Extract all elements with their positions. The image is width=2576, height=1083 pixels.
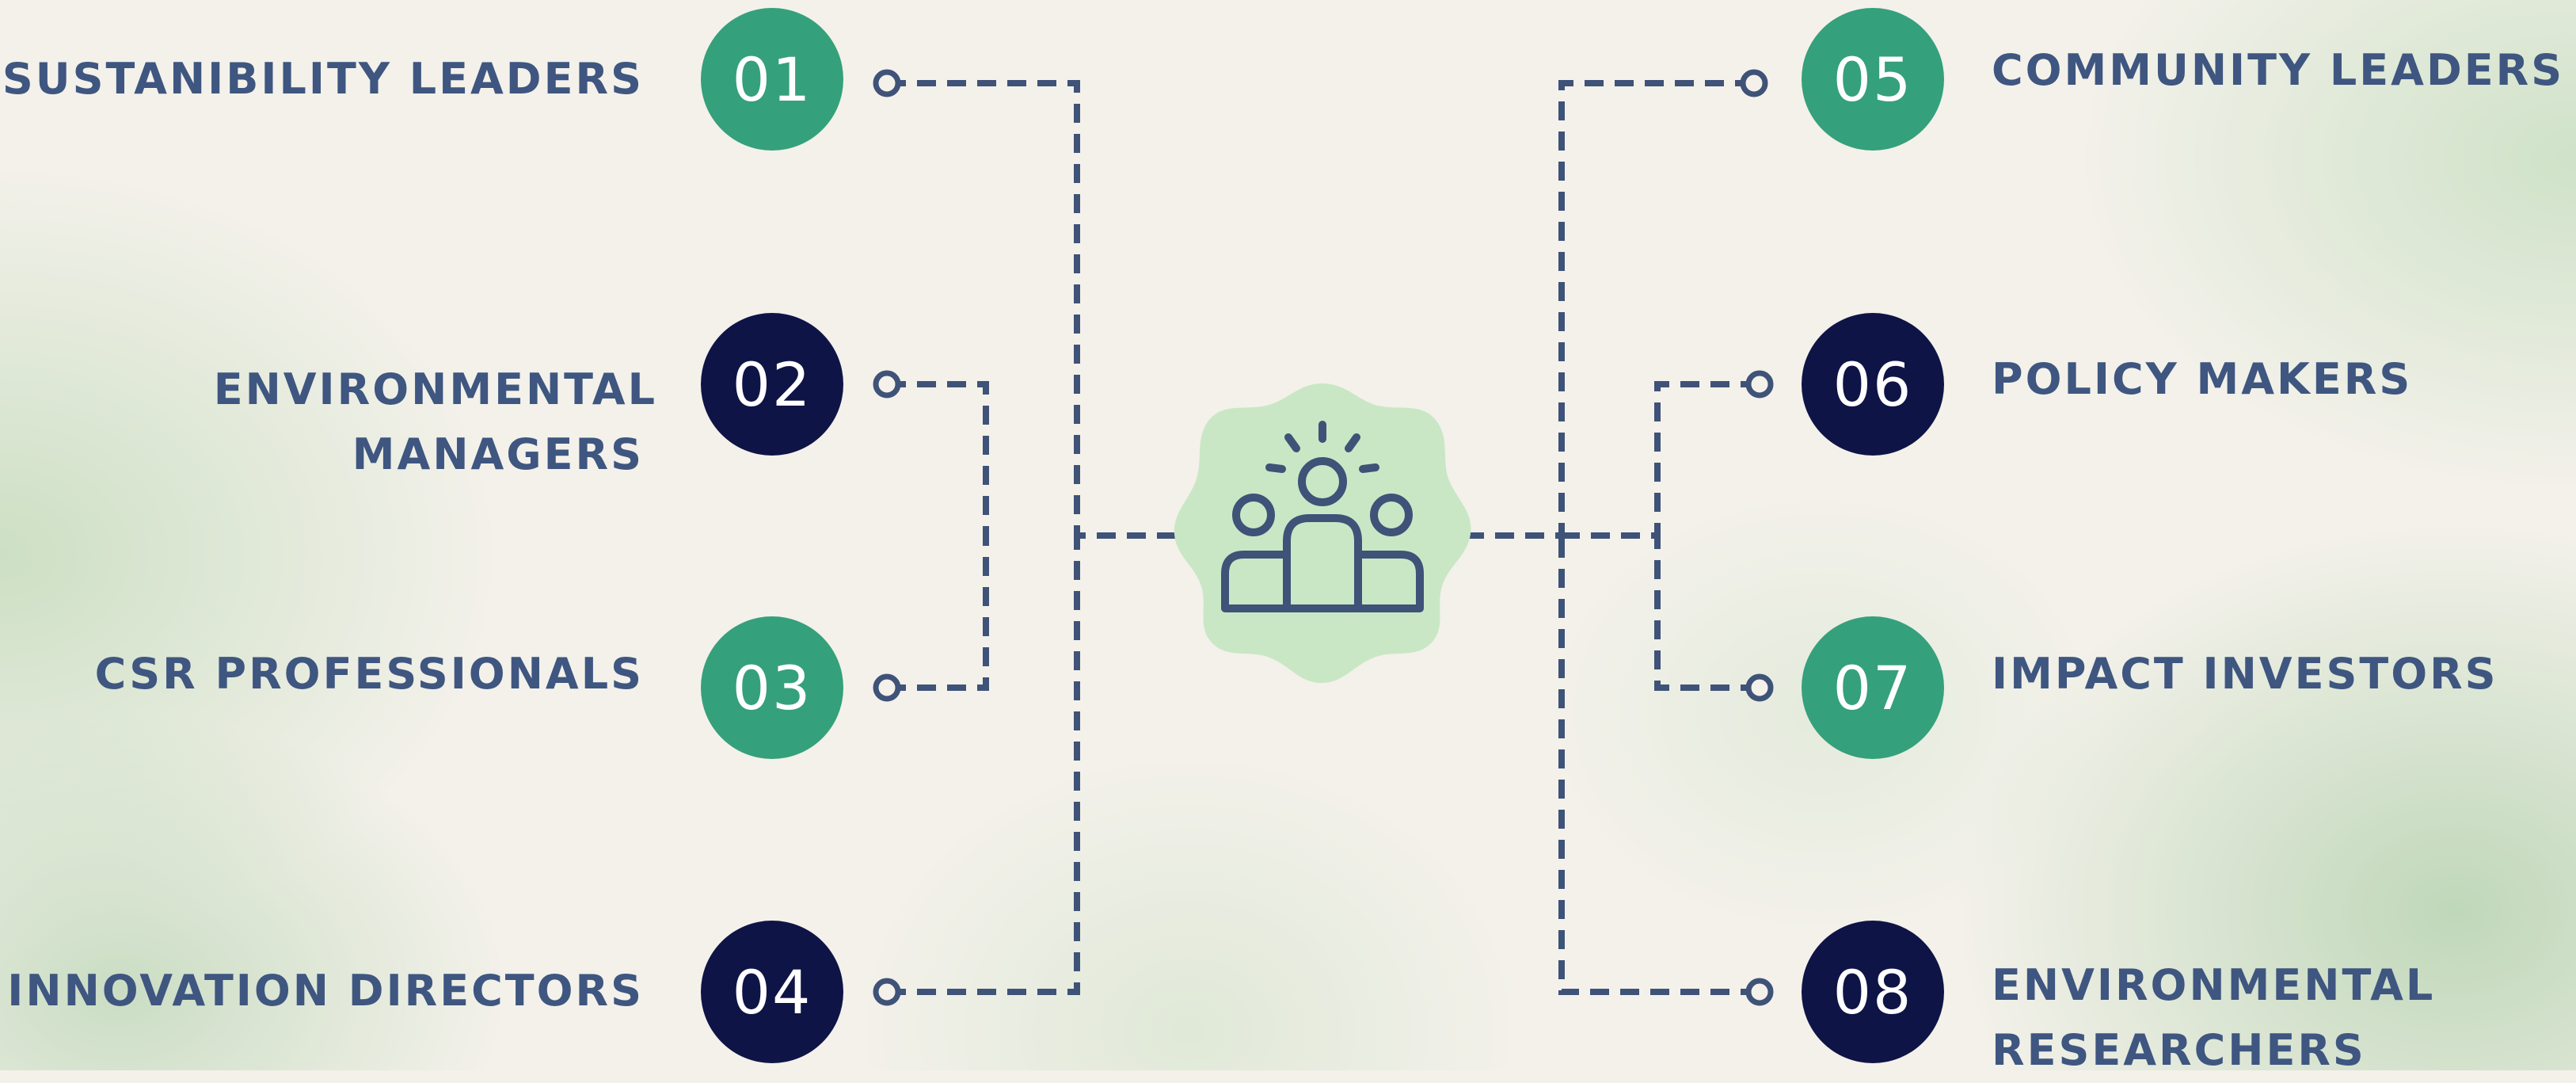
connector-05 bbox=[1465, 80, 1754, 539]
badge-05: 05 bbox=[1802, 8, 1944, 151]
label-line: SUSTANIBILITY LEADERS bbox=[2, 54, 644, 104]
center-node bbox=[1170, 379, 1475, 685]
badge-06: 06 bbox=[1802, 313, 1944, 456]
connector-07 bbox=[1654, 536, 1760, 691]
connector-04 bbox=[887, 536, 1080, 995]
connector-02 bbox=[887, 381, 989, 536]
label-line: POLICY MAKERS bbox=[1992, 354, 2413, 404]
badge-number: 03 bbox=[732, 652, 812, 723]
connector-08 bbox=[1558, 536, 1760, 995]
connector-end-02 bbox=[873, 370, 901, 398]
badge-01: 01 bbox=[701, 8, 843, 151]
connector-end-01 bbox=[873, 69, 901, 97]
badge-03: 03 bbox=[701, 616, 843, 759]
connector-end-05 bbox=[1740, 69, 1768, 97]
connector-end-07 bbox=[1745, 673, 1774, 702]
badge-number: 02 bbox=[732, 349, 812, 420]
label-04: INNOVATION DIRECTORS bbox=[7, 959, 644, 1024]
connector-01 bbox=[887, 80, 1180, 539]
badge-number: 04 bbox=[732, 956, 812, 1028]
badge-02: 02 bbox=[701, 313, 843, 456]
connector-end-03 bbox=[873, 673, 901, 702]
badge-number: 01 bbox=[732, 44, 812, 115]
label-01: SUSTANIBILITY LEADERS bbox=[2, 47, 644, 112]
label-line: CSR PROFESSIONALS bbox=[94, 649, 644, 699]
badge-07: 07 bbox=[1802, 616, 1944, 759]
label-line: COMMUNITY LEADERS bbox=[1992, 45, 2565, 95]
label-line: ENVIRONMENTAL bbox=[213, 364, 657, 414]
label-03: CSR PROFESSIONALS bbox=[95, 642, 644, 707]
badge-08: 08 bbox=[1802, 921, 1944, 1063]
label-line: RESEARCHERS bbox=[1992, 1025, 2366, 1075]
connector-end-04 bbox=[873, 978, 901, 1006]
label-line: MANAGERS bbox=[352, 429, 644, 479]
label-07: IMPACT INVESTORS bbox=[1992, 642, 2498, 707]
badge-number: 06 bbox=[1832, 349, 1913, 420]
label-line: IMPACT INVESTORS bbox=[1992, 649, 2498, 699]
connector-06 bbox=[1562, 381, 1760, 539]
label-02: ENVIRONMENTAL MANAGERS bbox=[214, 357, 657, 487]
connector-03 bbox=[887, 536, 989, 691]
connector-end-08 bbox=[1745, 978, 1774, 1006]
badge-number: 07 bbox=[1832, 652, 1913, 723]
connector-end-06 bbox=[1745, 370, 1774, 398]
badge-04: 04 bbox=[701, 921, 843, 1063]
label-05: COMMUNITY LEADERS bbox=[1992, 38, 2564, 103]
label-line: ENVIRONMENTAL bbox=[1992, 960, 2436, 1010]
badge-number: 05 bbox=[1832, 44, 1913, 115]
badge-number: 08 bbox=[1832, 956, 1913, 1028]
label-06: POLICY MAKERS bbox=[1992, 347, 2412, 412]
people-group-icon bbox=[1174, 383, 1471, 683]
label-line: INNOVATION DIRECTORS bbox=[7, 966, 644, 1016]
label-08: ENVIRONMENTAL RESEARCHERS bbox=[1992, 953, 2435, 1083]
